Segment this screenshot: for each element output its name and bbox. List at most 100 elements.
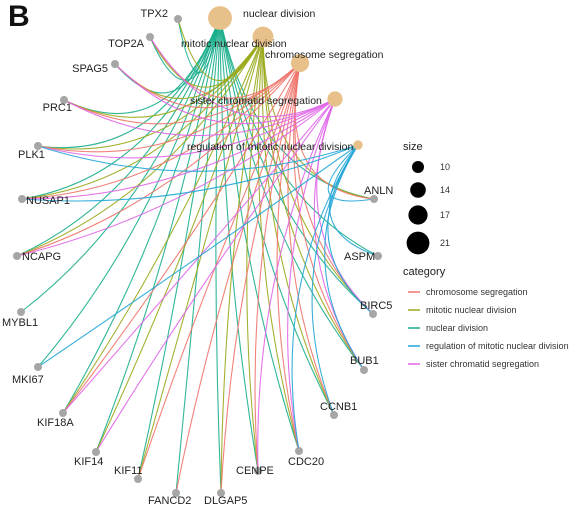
legend-label-mitotic-nuclear-division: mitotic nuclear division xyxy=(426,305,517,315)
gene-label-fancd2: FANCD2 xyxy=(148,495,191,507)
edge-mitotic-nuclear-division-kif18a xyxy=(62,36,264,414)
gene-label-mybl1: MYBL1 xyxy=(2,317,38,329)
edge-nuclear-division-bub1 xyxy=(219,17,365,371)
edge-regulation-of-mitotic-nuclear-division-aspm xyxy=(329,144,379,257)
legend-size-label-21: 21 xyxy=(440,238,450,248)
category-node-chromosome-segregation xyxy=(290,53,310,73)
edge-sister-chromatid-segregation-prc1 xyxy=(63,98,336,137)
edge-chromosome-segregation-cenpe xyxy=(254,62,301,472)
edge-sister-chromatid-segregation-cenpe xyxy=(257,98,336,472)
category-node-sister-chromatid-segregation xyxy=(327,91,343,107)
gene-label-ccnb1: CCNB1 xyxy=(320,401,357,413)
category-node-nuclear-division xyxy=(208,6,232,30)
edge-sister-chromatid-segregation-cdc20 xyxy=(287,98,336,452)
nodes-layer xyxy=(13,6,382,497)
edge-mitotic-nuclear-division-ncapg xyxy=(16,36,264,257)
legend-label-nuclear-division: nuclear division xyxy=(426,323,488,333)
gene-label-anln: ANLN xyxy=(364,185,393,197)
legend-size-dot-17 xyxy=(408,205,428,225)
legend-size-dot-14 xyxy=(410,182,426,198)
edge-mitotic-nuclear-division-birc5 xyxy=(262,36,374,315)
legend-size-label-14: 14 xyxy=(440,185,450,195)
edge-nuclear-division-mki67 xyxy=(37,17,221,368)
edge-sister-chromatid-segregation-birc5 xyxy=(316,98,374,315)
edge-nuclear-division-cenpe xyxy=(219,17,259,472)
edge-nuclear-division-nusap1 xyxy=(21,17,221,200)
edge-mitotic-nuclear-division-plk1 xyxy=(37,36,264,150)
gene-node-anln xyxy=(370,195,378,203)
edge-regulation-of-mitotic-nuclear-division-birc5 xyxy=(327,144,374,315)
labels-layer: TPX2TOP2ASPAG5PRC1PLK1NUSAP1NCAPGMYBL1MK… xyxy=(2,8,393,507)
edge-chromosome-segregation-prc1 xyxy=(63,62,301,125)
edge-chromosome-segregation-ncapg xyxy=(16,62,301,257)
gene-node-kif14 xyxy=(92,448,100,456)
legend-size-label-17: 17 xyxy=(440,210,450,220)
edge-chromosome-segregation-plk1 xyxy=(37,62,301,153)
edge-mitotic-nuclear-division-bub1 xyxy=(262,36,365,371)
edge-nuclear-division-ccnb1 xyxy=(219,17,335,416)
gene-node-aspm xyxy=(374,252,382,260)
gene-node-fancd2 xyxy=(172,489,180,497)
edge-nuclear-division-plk1 xyxy=(37,17,221,149)
gene-label-bub1: BUB1 xyxy=(350,355,379,367)
gene-node-bub1 xyxy=(360,366,368,374)
edge-nuclear-division-kif11 xyxy=(137,17,221,480)
edge-regulation-of-mitotic-nuclear-division-anln xyxy=(327,144,375,202)
edge-regulation-of-mitotic-nuclear-division-mki67 xyxy=(37,144,359,368)
gene-label-plk1: PLK1 xyxy=(18,149,45,161)
edge-sister-chromatid-segregation-top2a xyxy=(149,36,336,118)
legend-size-label-10: 10 xyxy=(440,162,450,172)
legend-category-title: category xyxy=(403,266,446,278)
gene-node-spag5 xyxy=(111,60,119,68)
edge-nuclear-division-kif18a xyxy=(62,17,221,414)
gene-node-prc1 xyxy=(60,96,68,104)
legend-label-sister-chromatid-segregation: sister chromatid segregation xyxy=(426,359,539,369)
gene-label-prc1: PRC1 xyxy=(43,102,72,114)
edge-sister-chromatid-segregation-spag5 xyxy=(114,63,336,125)
edge-regulation-of-mitotic-nuclear-division-nusap1 xyxy=(21,144,359,202)
edge-mitotic-nuclear-division-kif14 xyxy=(95,36,264,453)
gene-label-dlgap5: DLGAP5 xyxy=(204,495,247,507)
edge-chromosome-segregation-kif11 xyxy=(137,62,301,480)
legend-label-chromosome-segregation: chromosome segregation xyxy=(426,287,528,297)
legend-size-dot-21 xyxy=(406,231,430,255)
gene-node-ccnb1 xyxy=(330,411,338,419)
legend-label-regulation-of-mitotic-nuclear-division: regulation of mitotic nuclear division xyxy=(426,341,569,351)
edge-chromosome-segregation-ccnb1 xyxy=(287,62,335,416)
category-label-regulation-of-mitotic-nuclear-division: regulation of mitotic nuclear division xyxy=(187,141,353,153)
gene-node-mybl1 xyxy=(17,308,25,316)
edge-sister-chromatid-segregation-kif14 xyxy=(95,98,336,453)
category-label-nuclear-division: nuclear division xyxy=(243,8,316,20)
gene-node-kif18a xyxy=(59,409,67,417)
gene-label-cenpe: CENPE xyxy=(236,465,274,477)
edge-mitotic-nuclear-division-prc1 xyxy=(63,36,264,118)
edge-mitotic-nuclear-division-nusap1 xyxy=(21,36,264,200)
edge-mitotic-nuclear-division-ccnb1 xyxy=(261,36,335,416)
gene-label-birc5: BIRC5 xyxy=(360,300,392,312)
gene-label-ncapg: NCAPG xyxy=(22,251,61,263)
gene-node-birc5 xyxy=(369,310,377,318)
edge-nuclear-division-birc5 xyxy=(219,17,374,315)
edge-nuclear-division-dlgap5 xyxy=(215,17,222,494)
gene-label-kif18a: KIF18A xyxy=(37,417,74,429)
edge-chromosome-segregation-kif18a xyxy=(62,62,301,414)
panel-label: B xyxy=(8,0,30,33)
gene-label-cdc20: CDC20 xyxy=(288,456,324,468)
gene-label-aspm: ASPM xyxy=(344,251,375,263)
gene-label-top2a: TOP2A xyxy=(108,38,145,50)
gene-node-kif11 xyxy=(134,475,142,483)
category-label-sister-chromatid-segregation: sister chromatid segregation xyxy=(190,95,322,107)
gene-node-mki67 xyxy=(34,363,42,371)
gene-label-tpx2: TPX2 xyxy=(140,8,168,20)
gene-node-nusap1 xyxy=(18,195,26,203)
edges-layer xyxy=(16,17,379,494)
edge-regulation-of-mitotic-nuclear-division-plk1 xyxy=(37,144,359,172)
edge-regulation-of-mitotic-nuclear-division-bub1 xyxy=(324,144,365,371)
gene-label-kif14: KIF14 xyxy=(74,456,103,468)
gene-node-cdc20 xyxy=(295,447,303,455)
gene-node-cenpe xyxy=(254,467,262,475)
category-label-mitotic-nuclear-division: mitotic nuclear division xyxy=(181,38,287,50)
gene-node-top2a xyxy=(146,33,154,41)
